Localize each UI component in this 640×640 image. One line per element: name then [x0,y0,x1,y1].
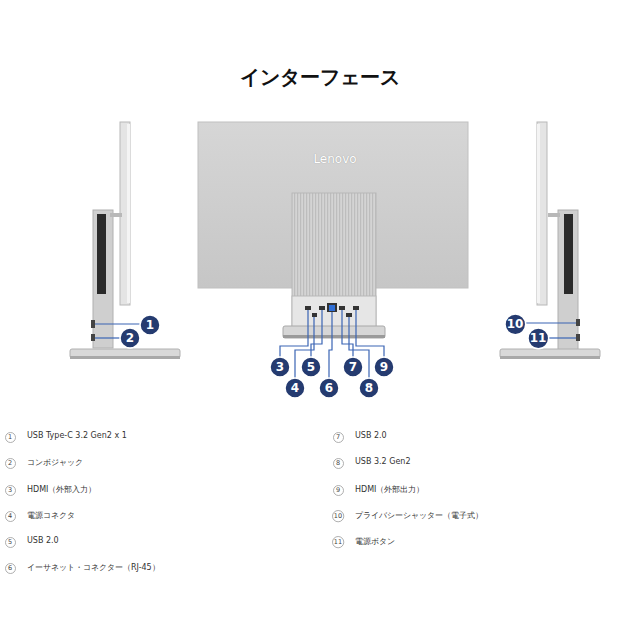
port-description: HDMI（外部入力） [27,484,96,495]
number-text: 7 [336,433,340,441]
page-title: インターフェース [240,64,400,91]
callout-number: 1 [140,315,160,335]
rear-view [198,122,468,338]
number-text: 8 [336,459,340,467]
circle-shape [333,458,343,468]
callout-number: 5 [301,357,321,377]
callout-number: 6 [319,378,339,398]
circle-shape [5,511,15,521]
circle-shape [5,537,15,547]
circle-shape [270,357,290,377]
port-description: USB 2.0 [355,431,387,440]
circle-shape [301,357,321,377]
list-number: 1 [5,432,16,443]
number-text: 8 [365,381,373,395]
circle-shape [285,378,305,398]
circle-shape [140,315,160,335]
callout-number: 11 [528,328,549,349]
number-text: 2 [8,459,12,467]
list-number: 7 [333,432,344,443]
number-text: 5 [307,360,315,374]
callout-number: 8 [359,378,379,398]
number-text: 6 [325,381,333,395]
number-text: 9 [336,486,340,494]
port-description: USB Type-C 3.2 Gen2 x 1 [27,431,127,440]
brand-logo: Lenovo [313,152,356,166]
side-view-left [70,122,180,359]
port-description: HDMI（外部出力） [355,484,424,495]
callout-number: 7 [343,357,363,377]
circle-shape [374,357,394,377]
circle-shape [332,536,343,547]
port-description: USB 2.0 [27,536,59,545]
circle-shape [343,357,363,377]
port-description: イーサネット・コネクター（RJ-45） [27,562,160,573]
circle-shape [332,510,343,521]
port-description: コンボジャック [27,457,83,468]
list-number: 4 [5,511,16,522]
number-text: 2 [126,331,134,345]
number-text: 5 [8,538,12,546]
list-number: 9 [333,485,344,496]
list-number: 11 [332,536,344,548]
port-description: プライバシーシャッター（電子式） [355,510,483,521]
circle-shape [5,432,15,442]
list-number: 3 [5,485,16,496]
circle-shape [333,485,343,495]
list-number: 8 [333,458,344,469]
number-text: 4 [291,381,299,395]
list-number: 5 [5,537,16,548]
circle-shape [528,328,549,349]
circle-shape [505,314,526,335]
number-text: 10 [507,317,524,331]
callout-number: 3 [270,357,290,377]
callout-number: 4 [285,378,305,398]
circle-shape [5,458,15,468]
number-text: 11 [530,331,547,345]
number-text: 3 [276,360,284,374]
circle-shape [359,378,379,398]
callout-number: 9 [374,357,394,377]
leader-lines [95,310,576,378]
circle-shape [319,378,339,398]
number-text: 11 [334,538,342,546]
circle-shape [5,485,15,495]
circle-shape [5,563,15,573]
port-description: USB 3.2 Gen2 [355,457,411,466]
number-text: 4 [8,512,12,520]
list-number: 2 [5,458,16,469]
number-text: 9 [380,360,388,374]
number-text: 7 [349,360,357,374]
side-view-right [500,122,600,359]
list-number: 6 [5,563,16,574]
circle-shape [120,328,140,348]
circle-shape [333,432,343,442]
number-text: 1 [146,318,154,332]
port-description: 電源コネクタ [27,510,75,521]
number-text: 6 [8,564,12,572]
number-text: 3 [8,486,12,494]
port-description: 電源ボタン [355,536,395,547]
list-number: 10 [332,510,344,522]
callout-number: 10 [505,314,526,335]
callout-number: 2 [120,328,140,348]
number-text: 10 [334,512,342,520]
number-text: 1 [8,433,12,441]
